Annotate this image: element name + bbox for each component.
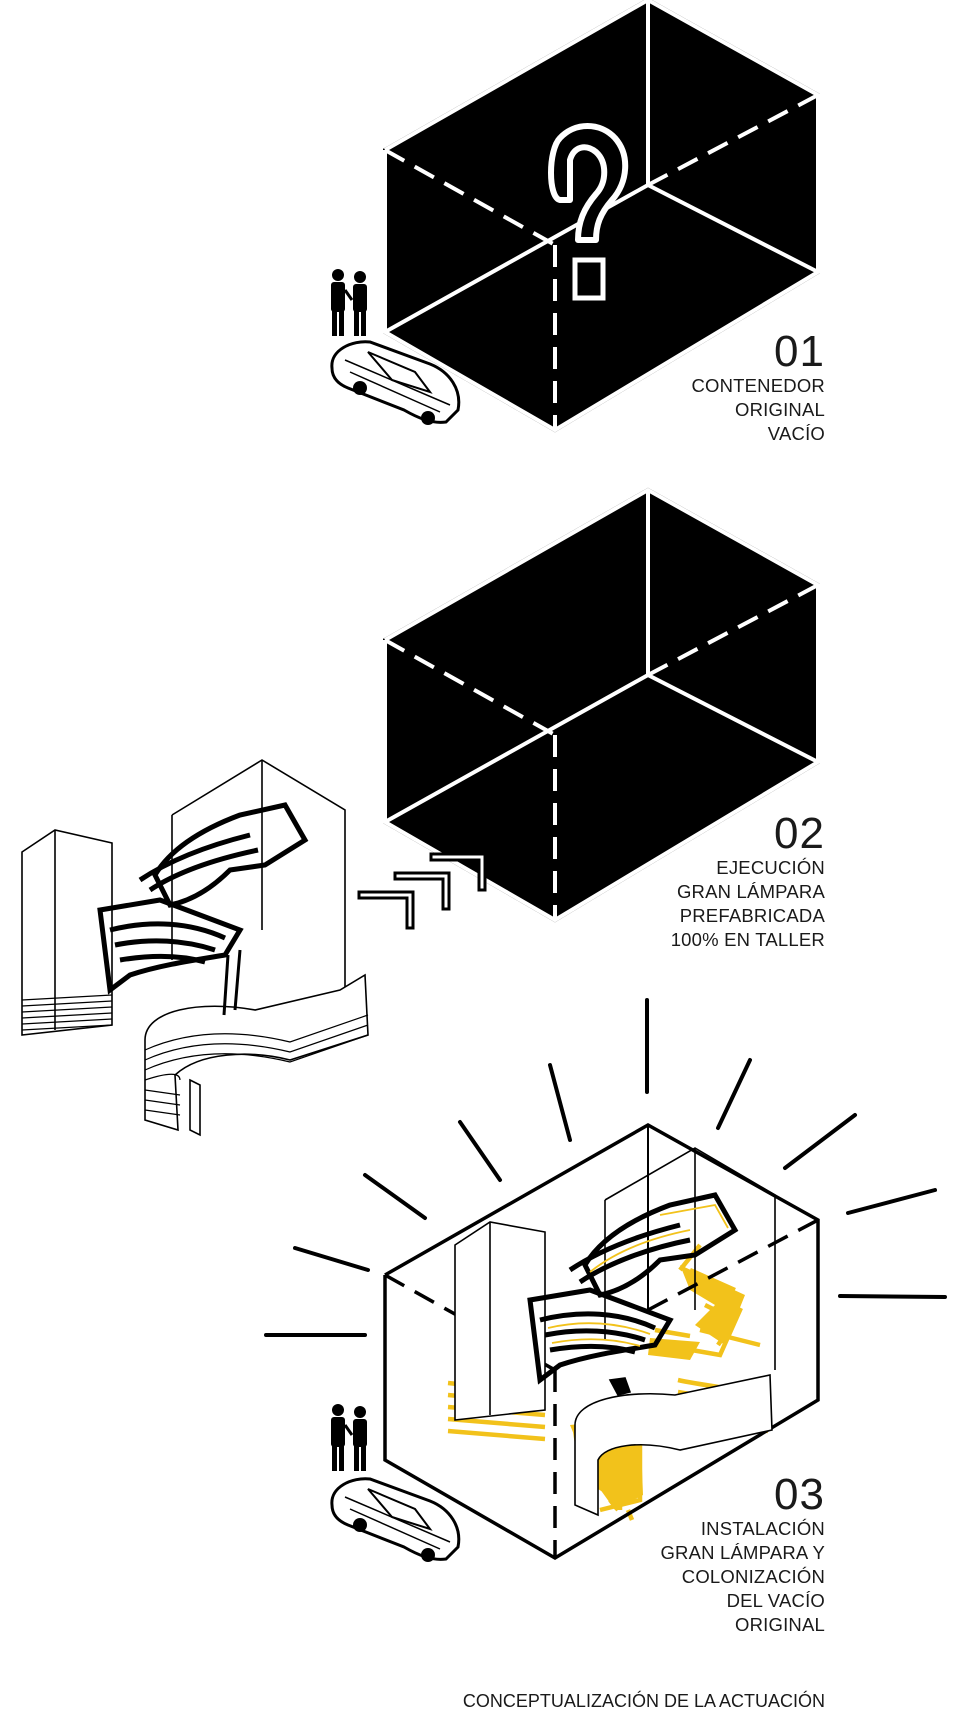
people-figures-icon (331, 269, 367, 336)
step-text-line: ORIGINAL (734, 399, 825, 420)
step-02-caption: 02 EJECUCIÓN GRAN LÁMPARA PREFABRICADA 1… (671, 812, 825, 952)
prefab-lamp-object (21, 759, 369, 1137)
step-text-line: EJECUCIÓN (716, 857, 825, 878)
box-02 (383, 487, 820, 923)
step-number: 01 (774, 327, 825, 376)
box-03 (383, 1122, 820, 1561)
light-rays (264, 998, 947, 1337)
step-01-caption: 01 CONTENEDOR ORIGINAL VACÍO (691, 330, 825, 446)
car-icon (330, 340, 461, 425)
step-text-line: DEL VACÍO (726, 1590, 825, 1611)
step-text-line: GRAN LÁMPARA Y (660, 1542, 825, 1563)
car-icon (330, 1477, 461, 1562)
step-number: 02 (774, 809, 825, 858)
step-text-line: COLONIZACIÓN (681, 1566, 825, 1587)
installed-lamp-object (454, 1147, 776, 1517)
step-text-line: ORIGINAL (734, 1614, 825, 1635)
people-figures-icon (331, 1404, 367, 1471)
question-mark-icon (548, 123, 629, 301)
step-text-line: CONTENEDOR (691, 375, 825, 396)
step-text-line: INSTALACIÓN (700, 1518, 825, 1539)
figure-title: CONCEPTUALIZACIÓN DE LA ACTUACIÓN (462, 1691, 825, 1711)
step-text-line: VACÍO (767, 423, 825, 444)
transfer-arrows-icon (357, 852, 487, 930)
step-number: 03 (774, 1470, 825, 1519)
step-03-caption: 03 INSTALACIÓN GRAN LÁMPARA Y COLONIZACI… (660, 1473, 825, 1637)
step-text-line: GRAN LÁMPARA (676, 881, 825, 902)
step-text-line: PREFABRICADA (679, 905, 825, 926)
step-text-line: 100% EN TALLER (670, 929, 825, 950)
